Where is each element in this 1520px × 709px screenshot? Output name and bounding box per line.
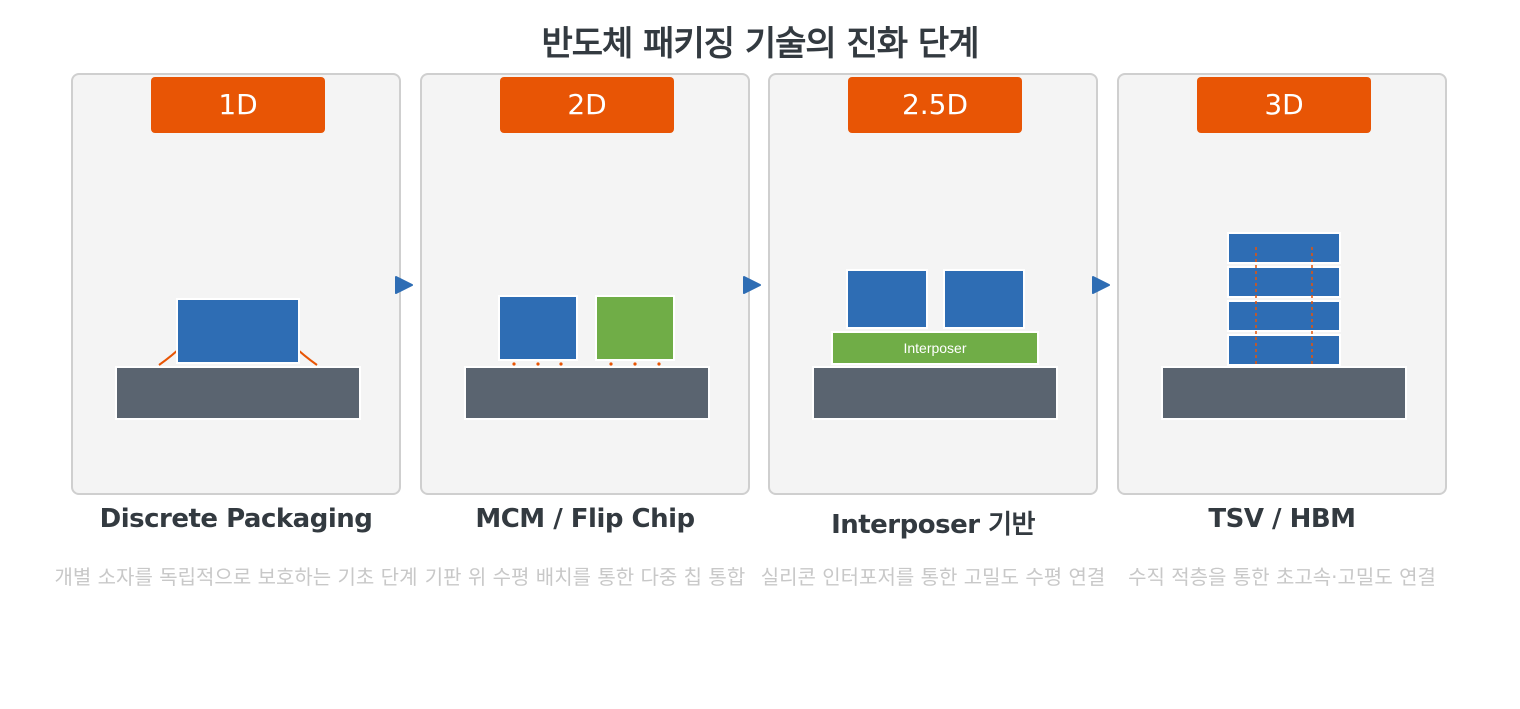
stage-caption: MCM / Flip Chip bbox=[475, 504, 695, 534]
stage-panel-2d: 2D bbox=[420, 73, 750, 495]
substrate bbox=[115, 366, 361, 420]
stage-panel-2-5d: Interposer 2.5D bbox=[768, 73, 1098, 495]
interposer-layer bbox=[831, 331, 1039, 365]
arrow-right-icon bbox=[743, 276, 761, 294]
stage-2d-illustration bbox=[464, 295, 710, 420]
stage-3d-illustration bbox=[1161, 232, 1407, 420]
stage-description: 실리콘 인터포저를 통한 고밀도 수평 연결 bbox=[760, 565, 1106, 589]
arrow-right-icon bbox=[1092, 276, 1110, 294]
stage-badge: 1D bbox=[151, 77, 325, 133]
substrate bbox=[812, 366, 1058, 420]
stage-description: 개별 소자를 독립적으로 보호하는 기초 단계 bbox=[54, 565, 418, 589]
stage-badge: 2D bbox=[500, 77, 674, 133]
chip-blue bbox=[498, 295, 578, 361]
stage-panel-1d: 1D bbox=[71, 73, 401, 495]
substrate bbox=[464, 366, 710, 420]
stage-caption: Discrete Packaging bbox=[99, 504, 373, 534]
diagram-title: 반도체 패키징 기술의 진화 단계 bbox=[541, 24, 980, 64]
stage-badge: 2.5D bbox=[848, 77, 1022, 133]
stage-1d-illustration bbox=[115, 298, 361, 420]
interposer-label: Interposer bbox=[903, 340, 966, 356]
stage-description: 수직 적층을 통한 초고속·고밀도 연결 bbox=[1128, 565, 1436, 589]
stacked-die-3 bbox=[1227, 300, 1341, 332]
chip-green bbox=[595, 295, 675, 361]
stage-panel-3d: 3D bbox=[1117, 73, 1447, 495]
stage-caption: Interposer 기반 bbox=[831, 510, 1035, 540]
die-chip bbox=[176, 298, 300, 364]
stacked-die-1 bbox=[1227, 232, 1341, 264]
stage-description: 기판 위 수평 배치를 통한 다중 칩 통합 bbox=[424, 565, 746, 589]
solder-bumps bbox=[512, 362, 661, 366]
stacked-die-4 bbox=[1227, 334, 1341, 366]
chip-right bbox=[943, 269, 1025, 329]
arrow-right-icon bbox=[395, 276, 413, 294]
stage-2-5d-illustration: Interposer bbox=[812, 269, 1058, 420]
substrate bbox=[1161, 366, 1407, 420]
chip-left bbox=[846, 269, 928, 329]
stacked-die-2 bbox=[1227, 266, 1341, 298]
stage-badge: 3D bbox=[1197, 77, 1371, 133]
stage-caption: TSV / HBM bbox=[1208, 504, 1356, 534]
